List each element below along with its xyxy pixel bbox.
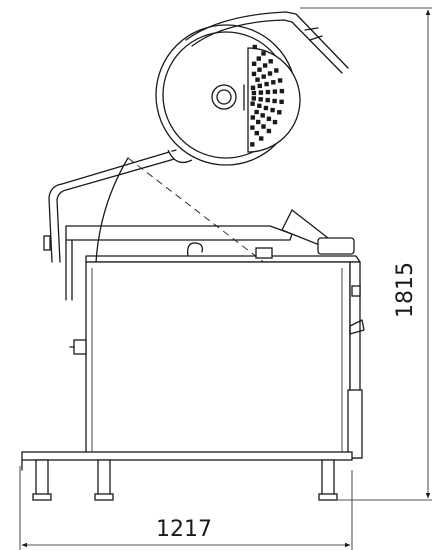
- strainer-hole: [257, 103, 262, 108]
- strainer-hole: [272, 119, 278, 125]
- strainer-hole: [250, 115, 255, 120]
- strainer-hole: [258, 97, 263, 102]
- strainer-hole: [261, 51, 266, 56]
- strainer-hole: [256, 56, 261, 61]
- strainer-hole: [250, 101, 255, 106]
- strainer-hole: [274, 68, 279, 73]
- strainer-hole: [259, 136, 264, 141]
- strainer-hole: [251, 96, 256, 101]
- strainer-hole: [255, 77, 260, 82]
- strainer-hole: [251, 90, 257, 96]
- kettle-body: [21, 209, 365, 501]
- width-dimension: [19, 466, 353, 550]
- strainer-hole: [260, 113, 265, 118]
- strainer-hole: [252, 44, 257, 50]
- strainer-hole: [279, 99, 284, 104]
- strainer-holes: [250, 44, 285, 147]
- strainer-hole: [251, 71, 257, 77]
- strainer-hole: [256, 119, 261, 125]
- height-dimension: [300, 7, 432, 501]
- strainer-hole: [262, 63, 268, 68]
- raised-lid: [43, 11, 349, 263]
- strainer-hole: [270, 107, 275, 113]
- strainer-hole: [250, 142, 255, 147]
- strainer-hole: [268, 59, 273, 64]
- strainer-hole: [254, 109, 259, 115]
- height-dimension-label: 1815: [393, 262, 418, 318]
- strainer-hole: [266, 116, 272, 121]
- strainer-hole: [272, 98, 277, 104]
- strainer-hole: [250, 125, 255, 130]
- strainer-hole: [257, 83, 262, 89]
- strainer-hole: [265, 89, 271, 95]
- strainer-hole: [277, 110, 282, 115]
- strainer-hole: [250, 85, 256, 90]
- strainer-hole: [271, 80, 276, 85]
- strainer-hole: [261, 74, 266, 79]
- width-dimension-label: 1217: [156, 517, 212, 542]
- strainer-hole: [272, 89, 278, 94]
- strainer-hole: [251, 61, 257, 66]
- strainer-hole: [266, 128, 272, 134]
- strainer-hole: [279, 88, 285, 94]
- strainer-hole: [261, 124, 266, 129]
- strainer-hole: [257, 67, 262, 72]
- strainer-hole: [254, 130, 259, 136]
- strainer-hole: [265, 97, 270, 103]
- strainer-hole: [277, 78, 283, 83]
- strainer-hole: [264, 81, 269, 87]
- strainer-hole: [267, 71, 273, 76]
- strainer-hole: [258, 90, 264, 95]
- strainer-hole: [263, 105, 269, 111]
